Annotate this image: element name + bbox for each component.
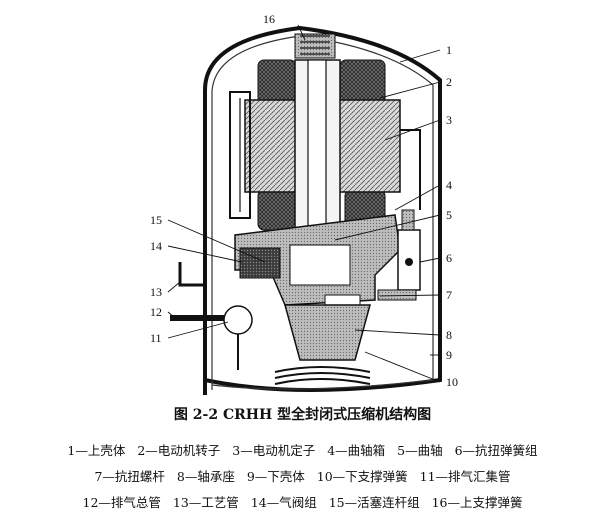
lower-shell [203, 240, 442, 392]
legend-item: 12—排气总管 [82, 495, 161, 510]
legend-item: 14—气阀组 [250, 495, 317, 510]
callout-2: 2 [446, 75, 452, 89]
legend-item: 4—曲轴箱 [327, 443, 386, 458]
leader-lines [167, 24, 441, 383]
upper-spring [294, 33, 336, 59]
callout-9: 9 [446, 348, 452, 362]
legend-item: 13—工艺管 [172, 495, 239, 510]
legend-line-1: 1—上壳体 2—电动机转子 3—电动机定子 4—曲轴箱 5—曲轴 6—抗扭弹簧组 [0, 440, 605, 459]
legend-line-3: 12—排气总管 13—工艺管 14—气阀组 15—活塞连杆组 16—上支撑弹簧 [0, 492, 605, 511]
compressor-diagram: 16 1 2 3 4 5 6 7 8 9 10 11 12 13 14 15 [150, 12, 458, 395]
callout-14: 14 [150, 239, 162, 253]
caption-title: 图 2-2 CRHH 型全封闭式压缩机结构图 [173, 407, 432, 423]
legend-item: 9—下壳体 [246, 469, 305, 484]
callout-4: 4 [446, 178, 452, 192]
callout-12: 12 [150, 305, 162, 319]
legend-item: 15—活塞连杆组 [328, 495, 420, 510]
legend-item: 8—轴承座 [176, 469, 235, 484]
legend-item: 1—上壳体 [67, 443, 126, 458]
callout-8: 8 [446, 328, 452, 342]
upper-shell [203, 25, 442, 395]
compressor-drawing [167, 24, 442, 395]
legend-line-2: 7—抗扭螺杆 8—轴承座 9—下壳体 10—下支撑弹簧 11—排气汇集管 [0, 466, 605, 485]
legend-item: 10—下支撑弹簧 [316, 469, 408, 484]
callout-16: 16 [263, 12, 275, 26]
torsion-bolt [377, 289, 417, 301]
callout-3: 3 [446, 113, 452, 127]
callout-13: 13 [150, 285, 162, 299]
callout-10: 10 [446, 375, 458, 389]
valve-group [239, 247, 281, 279]
legend-item: 16—上支撑弹簧 [431, 495, 523, 510]
callout-1: 1 [446, 43, 452, 57]
legend-item: 3—电动机定子 [232, 443, 316, 458]
discharge-tube [229, 91, 251, 219]
callout-11: 11 [150, 331, 162, 345]
callout-15: 15 [150, 213, 162, 227]
legend-item: 6—抗扭弹簧组 [454, 443, 538, 458]
process-tube [178, 262, 205, 287]
callout-5: 5 [446, 208, 452, 222]
legend-item: 5—曲轴 [397, 443, 443, 458]
figure-caption: 图 2-2 CRHH 型全封闭式压缩机结构图 1—上壳体 2—电动机转子 3—电… [0, 400, 605, 520]
legend-item: 2—电动机转子 [137, 443, 221, 458]
callout-6: 6 [446, 251, 452, 265]
legend-item: 7—抗扭螺杆 [94, 469, 165, 484]
callout-7: 7 [446, 288, 452, 302]
discharge-collector [223, 305, 253, 335]
lower-spring [274, 366, 371, 385]
legend-item: 11—排气汇集管 [419, 469, 511, 484]
bearing-seat [284, 304, 371, 361]
